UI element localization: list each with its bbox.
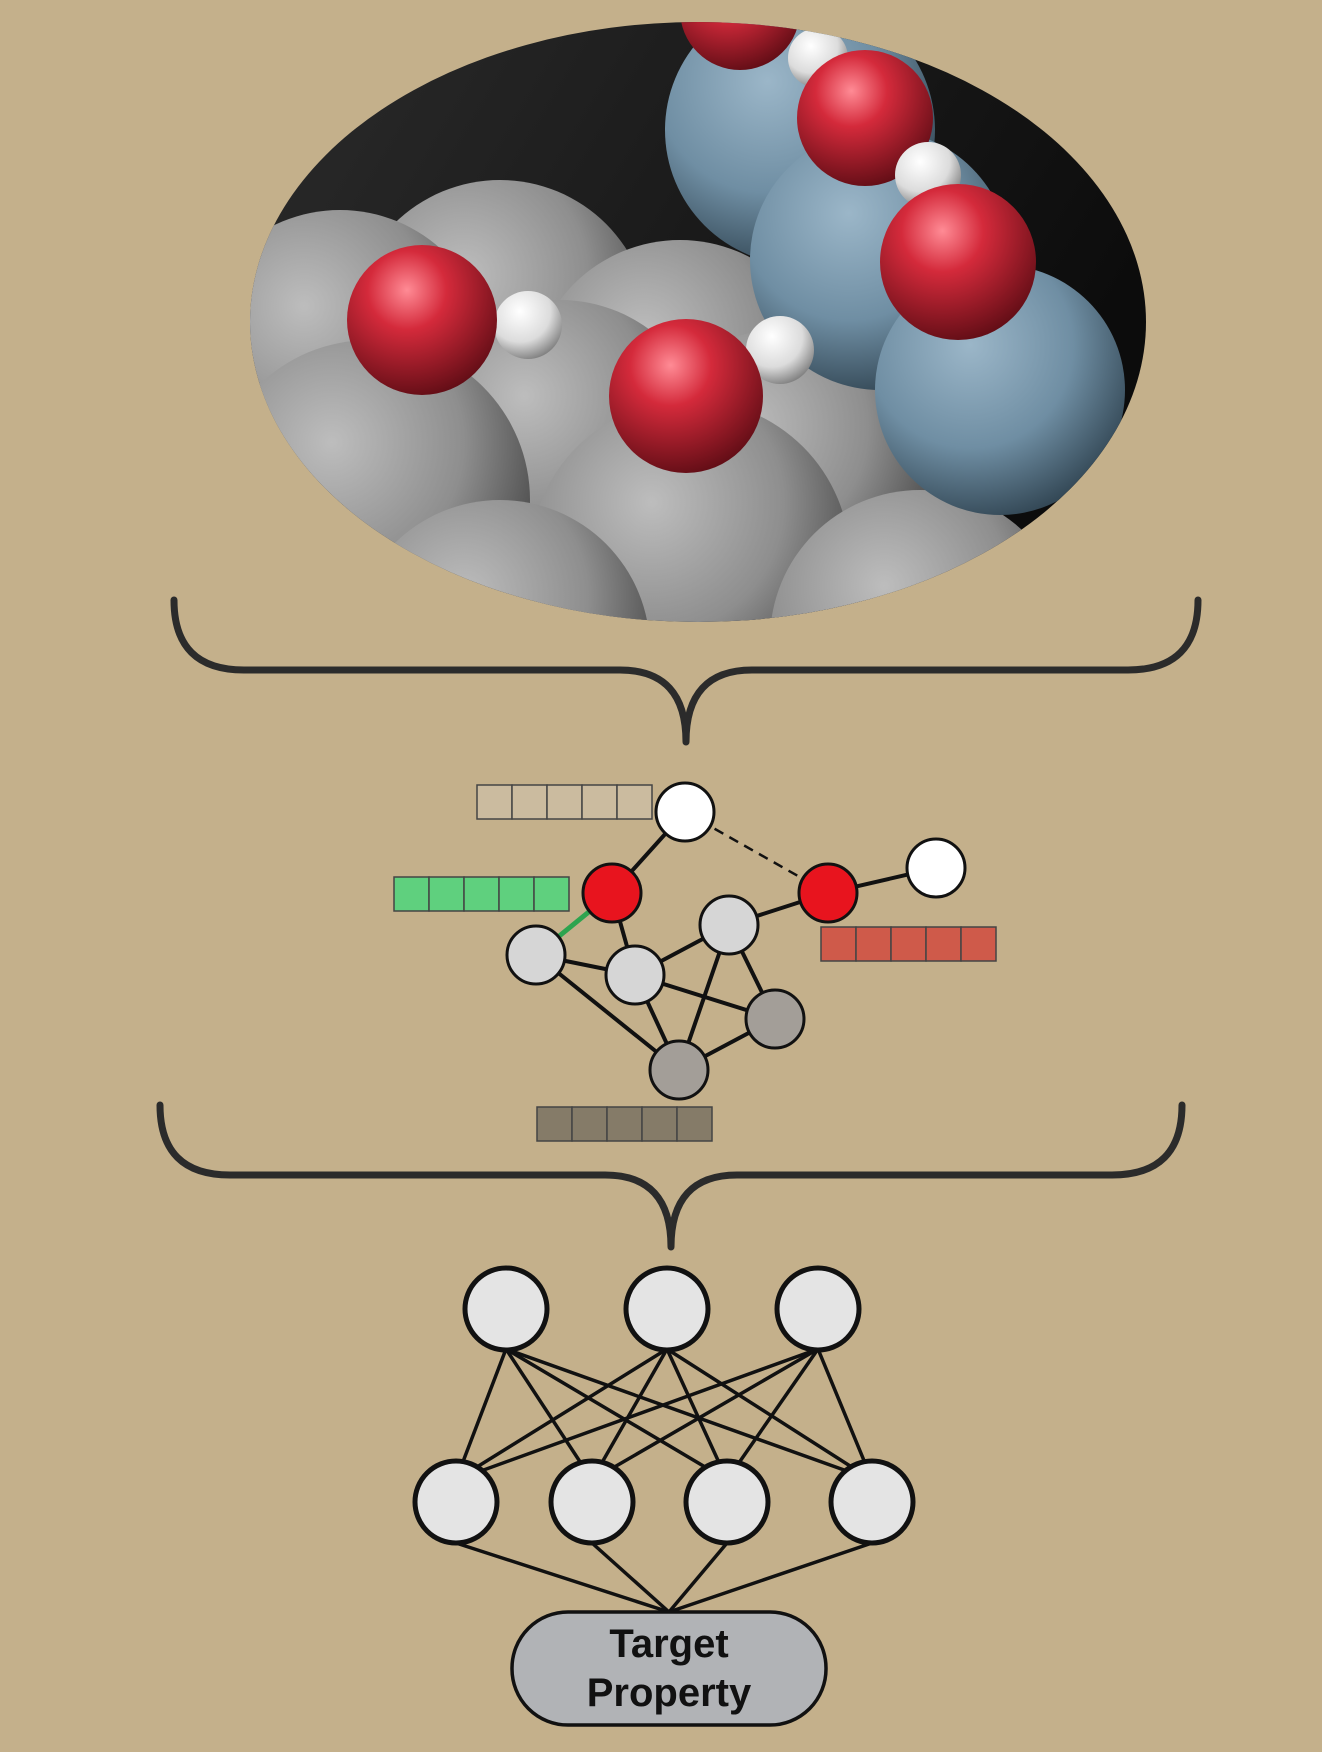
node-surface-dark (648, 1039, 710, 1101)
node-hydrogen (654, 781, 716, 843)
node-oxygen (581, 862, 643, 924)
nn-neuron (548, 1458, 636, 1546)
node-oxygen (797, 862, 859, 924)
nn-neuron (828, 1458, 916, 1546)
node-surface (698, 894, 760, 956)
feature-vector-dark (536, 1106, 713, 1142)
nn-hidden-layer (412, 1458, 916, 1546)
nn-neuron (774, 1265, 862, 1353)
nn-connections (454, 1347, 874, 1614)
nn-neuron (623, 1265, 711, 1353)
node-hydrogen (905, 837, 967, 899)
feature-vector-red (820, 926, 997, 962)
curly-brace-top (170, 596, 1202, 746)
node-surface (505, 924, 567, 986)
nn-input-layer (462, 1265, 862, 1353)
node-surface (604, 944, 666, 1006)
feature-vector-green (393, 876, 570, 912)
nn-neuron (412, 1458, 500, 1546)
target-label-line2: Property (587, 1671, 752, 1715)
nn-neuron (462, 1265, 550, 1353)
target-property-box: Target Property (510, 1610, 828, 1727)
node-surface-dark (744, 988, 806, 1050)
curly-brace-bottom (156, 1101, 1186, 1251)
nn-neuron (683, 1458, 771, 1546)
feature-vector-tan (476, 784, 653, 820)
neural-network (412, 1265, 916, 1614)
target-label-line1: Target (609, 1622, 728, 1666)
graph-nodes (505, 781, 967, 1101)
graph-network (393, 781, 997, 1142)
molecule-illustration (250, 22, 1146, 622)
